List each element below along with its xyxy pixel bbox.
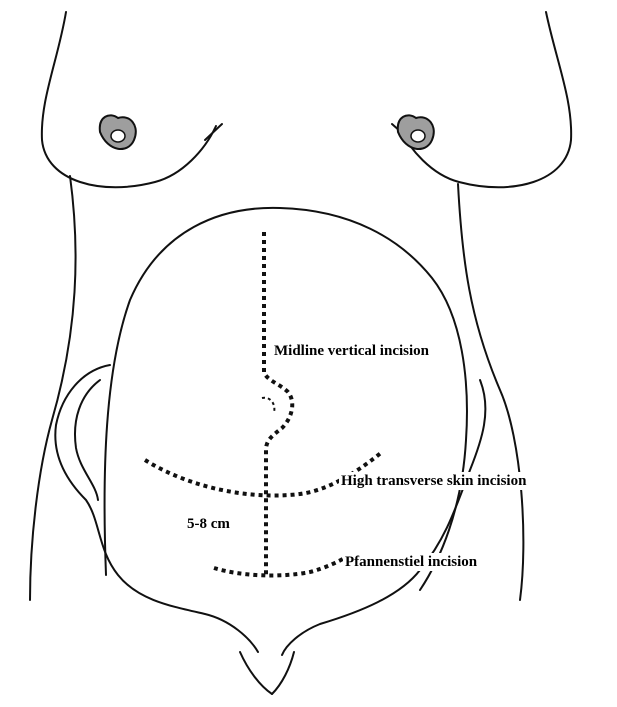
midline-vertical-incision-label: Midline vertical incision [272,342,431,360]
right-torso-side [458,184,523,600]
left-breast-outline [42,12,216,187]
left-torso-side [30,176,76,600]
pfannenstiel-incision-label: Pfannenstiel incision [343,553,479,571]
pubic-line-right [272,652,294,694]
belly-outline [105,208,467,590]
midline-vertical-incision-line [264,232,292,576]
right-areola [398,115,434,149]
right-breast-outline [398,12,571,187]
umbilicus [262,398,274,412]
left-skin-fold [55,365,258,652]
left-breast-crease [205,124,222,140]
left-skin-fold-inner [75,380,100,500]
distance-label: 5-8 cm [185,515,232,533]
pfannenstiel-incision-line [214,556,348,575]
pubic-line-left [240,652,272,694]
high-transverse-incision-label: High transverse skin incision [339,472,528,490]
left-areola [100,115,136,149]
right-skin-fold [282,380,485,655]
